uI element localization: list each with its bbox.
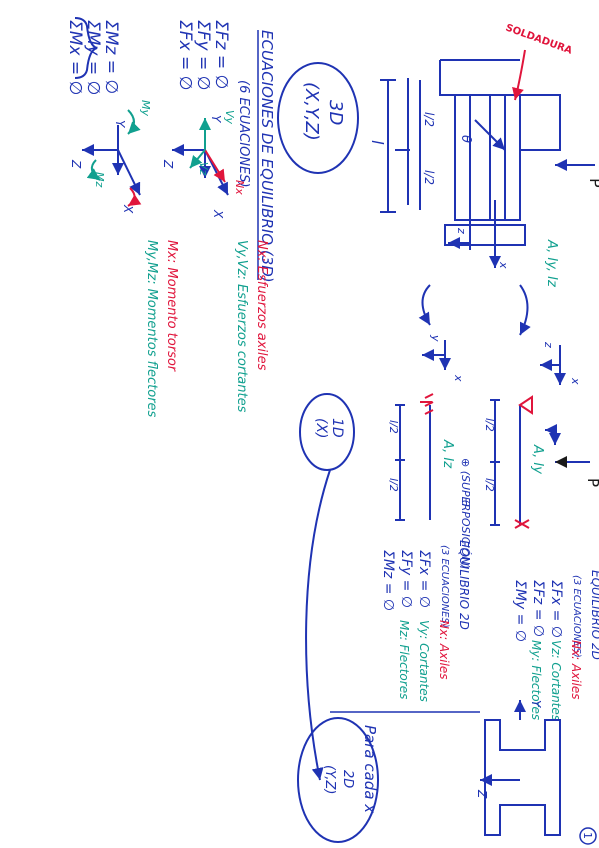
eq-sum-fz: ΣFz = ∅ — [211, 20, 231, 89]
beam1-props: A, Iz — [440, 439, 455, 469]
soldadura-arrow — [512, 49, 526, 101]
eq2d-a-nx: Nx: Axiles — [569, 640, 583, 700]
beam-length-label: l — [368, 140, 387, 145]
beam-axis-x: x — [497, 261, 510, 269]
beam-angle: θ — [458, 135, 473, 143]
eq-sum-mx: ΣMx = ∅ — [65, 20, 85, 95]
eq2d-b-m: Mz: Flectores — [397, 620, 411, 699]
bubble-3d — [277, 62, 359, 174]
axes-sketch-right — [418, 284, 566, 385]
subtitle-3d-text: (6 ECUACIONES) — [236, 80, 251, 188]
label-x-mid: X — [211, 209, 225, 219]
force-axes-sketch — [172, 118, 229, 196]
page-number-circle — [579, 827, 597, 845]
eq2d-b-eq3: ΣMz = ∅ — [380, 550, 396, 611]
label-nx: Nx — [233, 180, 246, 195]
svg-text:3D: 3D — [325, 100, 346, 125]
eq2d-b-title: EQUILIBRIO 2D — [457, 540, 471, 630]
beam2-half-b: l/2 — [483, 478, 496, 492]
bubble-1d — [299, 393, 355, 471]
title-3d: ECUACIONES DE EQUILIBRIO (3D) — [257, 30, 276, 283]
eq-sum-fy: ΣFy = ∅ — [193, 20, 213, 90]
eq2d-a-subtitle: (3 ECUACIONES) — [571, 575, 582, 658]
bubble-2d-line2: 2D — [340, 770, 355, 788]
eq2d-a-title: EQUILIBRIO 2D — [589, 570, 599, 660]
svg-text:(X,Y,Z): (X,Y,Z) — [301, 82, 322, 141]
subtitle-3d: (6 ECUACIONES) — [236, 80, 251, 188]
eq2d-b-nx: Nx: Axiles — [437, 620, 451, 680]
beam-props: A, Iy, Iz — [544, 239, 559, 288]
bubble-2d-line1: Para cada x — [361, 725, 379, 813]
beam-axis-z: z — [455, 227, 468, 234]
eq2d-a-m: My: Flectores — [529, 640, 543, 720]
eq-sum-my: ΣMy = ∅ — [83, 20, 103, 95]
soldadura-label: SOLDADURA — [504, 22, 574, 56]
eq2d-a-eq2: ΣFz = ∅ — [530, 580, 546, 637]
label-vy: Vy — [223, 110, 236, 125]
legend-vyvz: Vy,Vz: Esfuerzos cortantes — [234, 240, 249, 413]
label-my: My — [139, 100, 152, 116]
bubble-2d-line3: (Y,Z) — [322, 765, 337, 794]
label-y-left: Y — [113, 120, 127, 129]
eq2d-block-b: EQUILIBRIO 2D (3 ECUACIONES) ΣFx = ∅ ΣFy… — [380, 540, 471, 702]
transition-arrow — [305, 469, 331, 781]
legend-mx: Mx: Momento torsor — [164, 240, 179, 373]
eq2d-block-a: EQUILIBRIO 2D (3 ECUACIONES) ΣFx = ∅ ΣFz… — [512, 570, 599, 721]
eq2d-b-eq1: ΣFx = ∅ — [416, 550, 432, 608]
eq2d-b-subtitle: (3 ECUACIONES) — [439, 545, 450, 628]
eq2d-a-eq1: ΣFx = ∅ — [548, 580, 564, 638]
eq-sum-fx: ΣFx = ∅ — [175, 20, 195, 90]
eq2d-b-v: Vy: Cortantes — [417, 620, 431, 702]
axes-right-y: y — [429, 334, 442, 342]
legend-mymz: My,Mz: Momentos flectores — [144, 240, 159, 418]
bubble-3d-text: 3D (X,Y,Z) — [301, 82, 346, 141]
beam-3d-sketch — [380, 59, 595, 268]
svg-text:(X): (X) — [313, 418, 329, 439]
legend-nx: Nx: Esfuerzos axiles — [254, 240, 269, 371]
beam-load-p: P — [586, 178, 599, 188]
beam1-half-b: l/2 — [387, 478, 400, 492]
page-number: 1 — [581, 832, 594, 839]
label-x-left: X — [121, 204, 135, 214]
beam-half-1: l/2 — [422, 112, 436, 127]
moment-axes-sketch — [82, 109, 142, 207]
moment-equations: ΣMx = ∅ ΣMy = ∅ ΣMz = ∅ — [65, 20, 121, 95]
superposicion: ⊕ (SUPERPOSICIÓN) — [459, 458, 472, 569]
svg-text:1D: 1D — [329, 418, 345, 438]
label-z-left: Z — [69, 159, 83, 169]
axes-right-z: z — [542, 341, 555, 348]
eq-sum-mz: ΣMz = ∅ — [101, 20, 121, 94]
section-label-z: Z — [475, 789, 489, 799]
eq2d-a-eq3: ΣMy = ∅ — [512, 580, 528, 642]
beam1-half-a: l/2 — [387, 420, 400, 434]
beam2-theta: θ — [459, 500, 472, 507]
beam-2d-y — [490, 395, 590, 529]
bubble-1d-text: 1D (X) — [313, 418, 345, 439]
section-label-y: Y — [529, 700, 543, 709]
beam2-props: A, Iy — [530, 444, 545, 474]
beam2-half-a: l/2 — [483, 418, 496, 432]
eq2d-b-eq2: ΣFy = ∅ — [398, 550, 414, 608]
beam-half-2: l/2 — [422, 170, 436, 185]
label-vz: Vz — [197, 162, 210, 176]
legend-3d: Nx: Esfuerzos axiles Vy,Vz: Esfuerzos co… — [144, 240, 269, 418]
force-equations: ΣFx = ∅ ΣFy = ∅ ΣFz = ∅ — [175, 20, 231, 90]
bubble-2d-text: Para cada x 2D (Y,Z) — [322, 725, 379, 813]
beam2-load-p: P — [584, 478, 599, 487]
title-3d-text: ECUACIONES DE EQUILIBRIO (3D) — [258, 30, 276, 283]
i-section — [480, 700, 561, 836]
bubble-2d — [297, 717, 379, 843]
eq2d-a-v: Vz: Cortantes — [549, 640, 563, 721]
label-y-mid: Y — [209, 115, 223, 124]
axes-right-x2: x — [569, 377, 582, 385]
label-mz: Mz — [93, 172, 106, 187]
axes-right-x1: x — [452, 374, 465, 382]
label-z-mid: Z — [161, 159, 175, 169]
beam-2d-z — [395, 393, 434, 521]
moment-brace — [74, 17, 98, 79]
